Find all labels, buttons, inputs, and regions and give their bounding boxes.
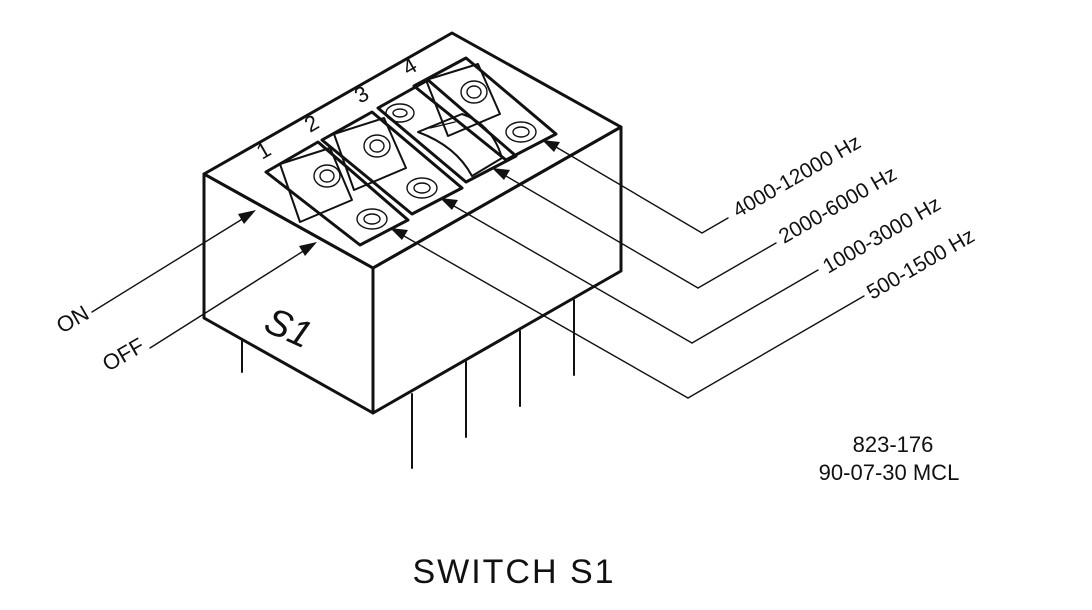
diagram-title: SWITCH S1 [412, 553, 615, 591]
on-leader-line [91, 217, 245, 313]
switch-housing [202, 31, 623, 415]
leader-line-switch-4 [555, 146, 703, 234]
leader-arrow-switch-1 [390, 228, 408, 240]
leader-arrow-switch-2 [440, 198, 458, 210]
drawing-date: 90-07-30 MCL [819, 460, 960, 485]
state-leaders: ON OFF [52, 210, 317, 376]
switch-number-1: 1 [252, 137, 275, 165]
on-label: ON [52, 300, 93, 338]
off-label: OFF [98, 333, 149, 377]
switch-numbers: 1 2 3 4 [252, 53, 421, 165]
housing-right-face [371, 125, 623, 415]
off-leader-line [149, 249, 306, 349]
leader-arrow-switch-4 [542, 140, 560, 152]
body-label: S1 [258, 300, 318, 357]
rocker-2 [320, 110, 464, 216]
drawing-number: 823-176 [853, 432, 934, 457]
leader-line-switch-3 [505, 175, 699, 289]
housing-front-face [202, 172, 375, 415]
frequency-labels: 4000-12000 Hz 2000-6000 Hz 1000-3000 Hz … [729, 131, 979, 305]
leader-arrow-switch-3 [492, 168, 510, 180]
on-arrow [238, 210, 256, 224]
switch-pins [241, 299, 575, 469]
frequency-leaders [390, 140, 865, 399]
switch-number-2: 2 [300, 110, 323, 138]
switch-number-4: 4 [398, 53, 421, 81]
rocker-1 [264, 140, 410, 247]
rocker-4 [412, 56, 558, 162]
leader-line-switch-1 [403, 235, 689, 399]
rocker-slots [264, 56, 558, 247]
off-arrow [299, 242, 317, 256]
leader-line-switch-2 [453, 205, 693, 344]
switch-number-3: 3 [350, 81, 373, 109]
